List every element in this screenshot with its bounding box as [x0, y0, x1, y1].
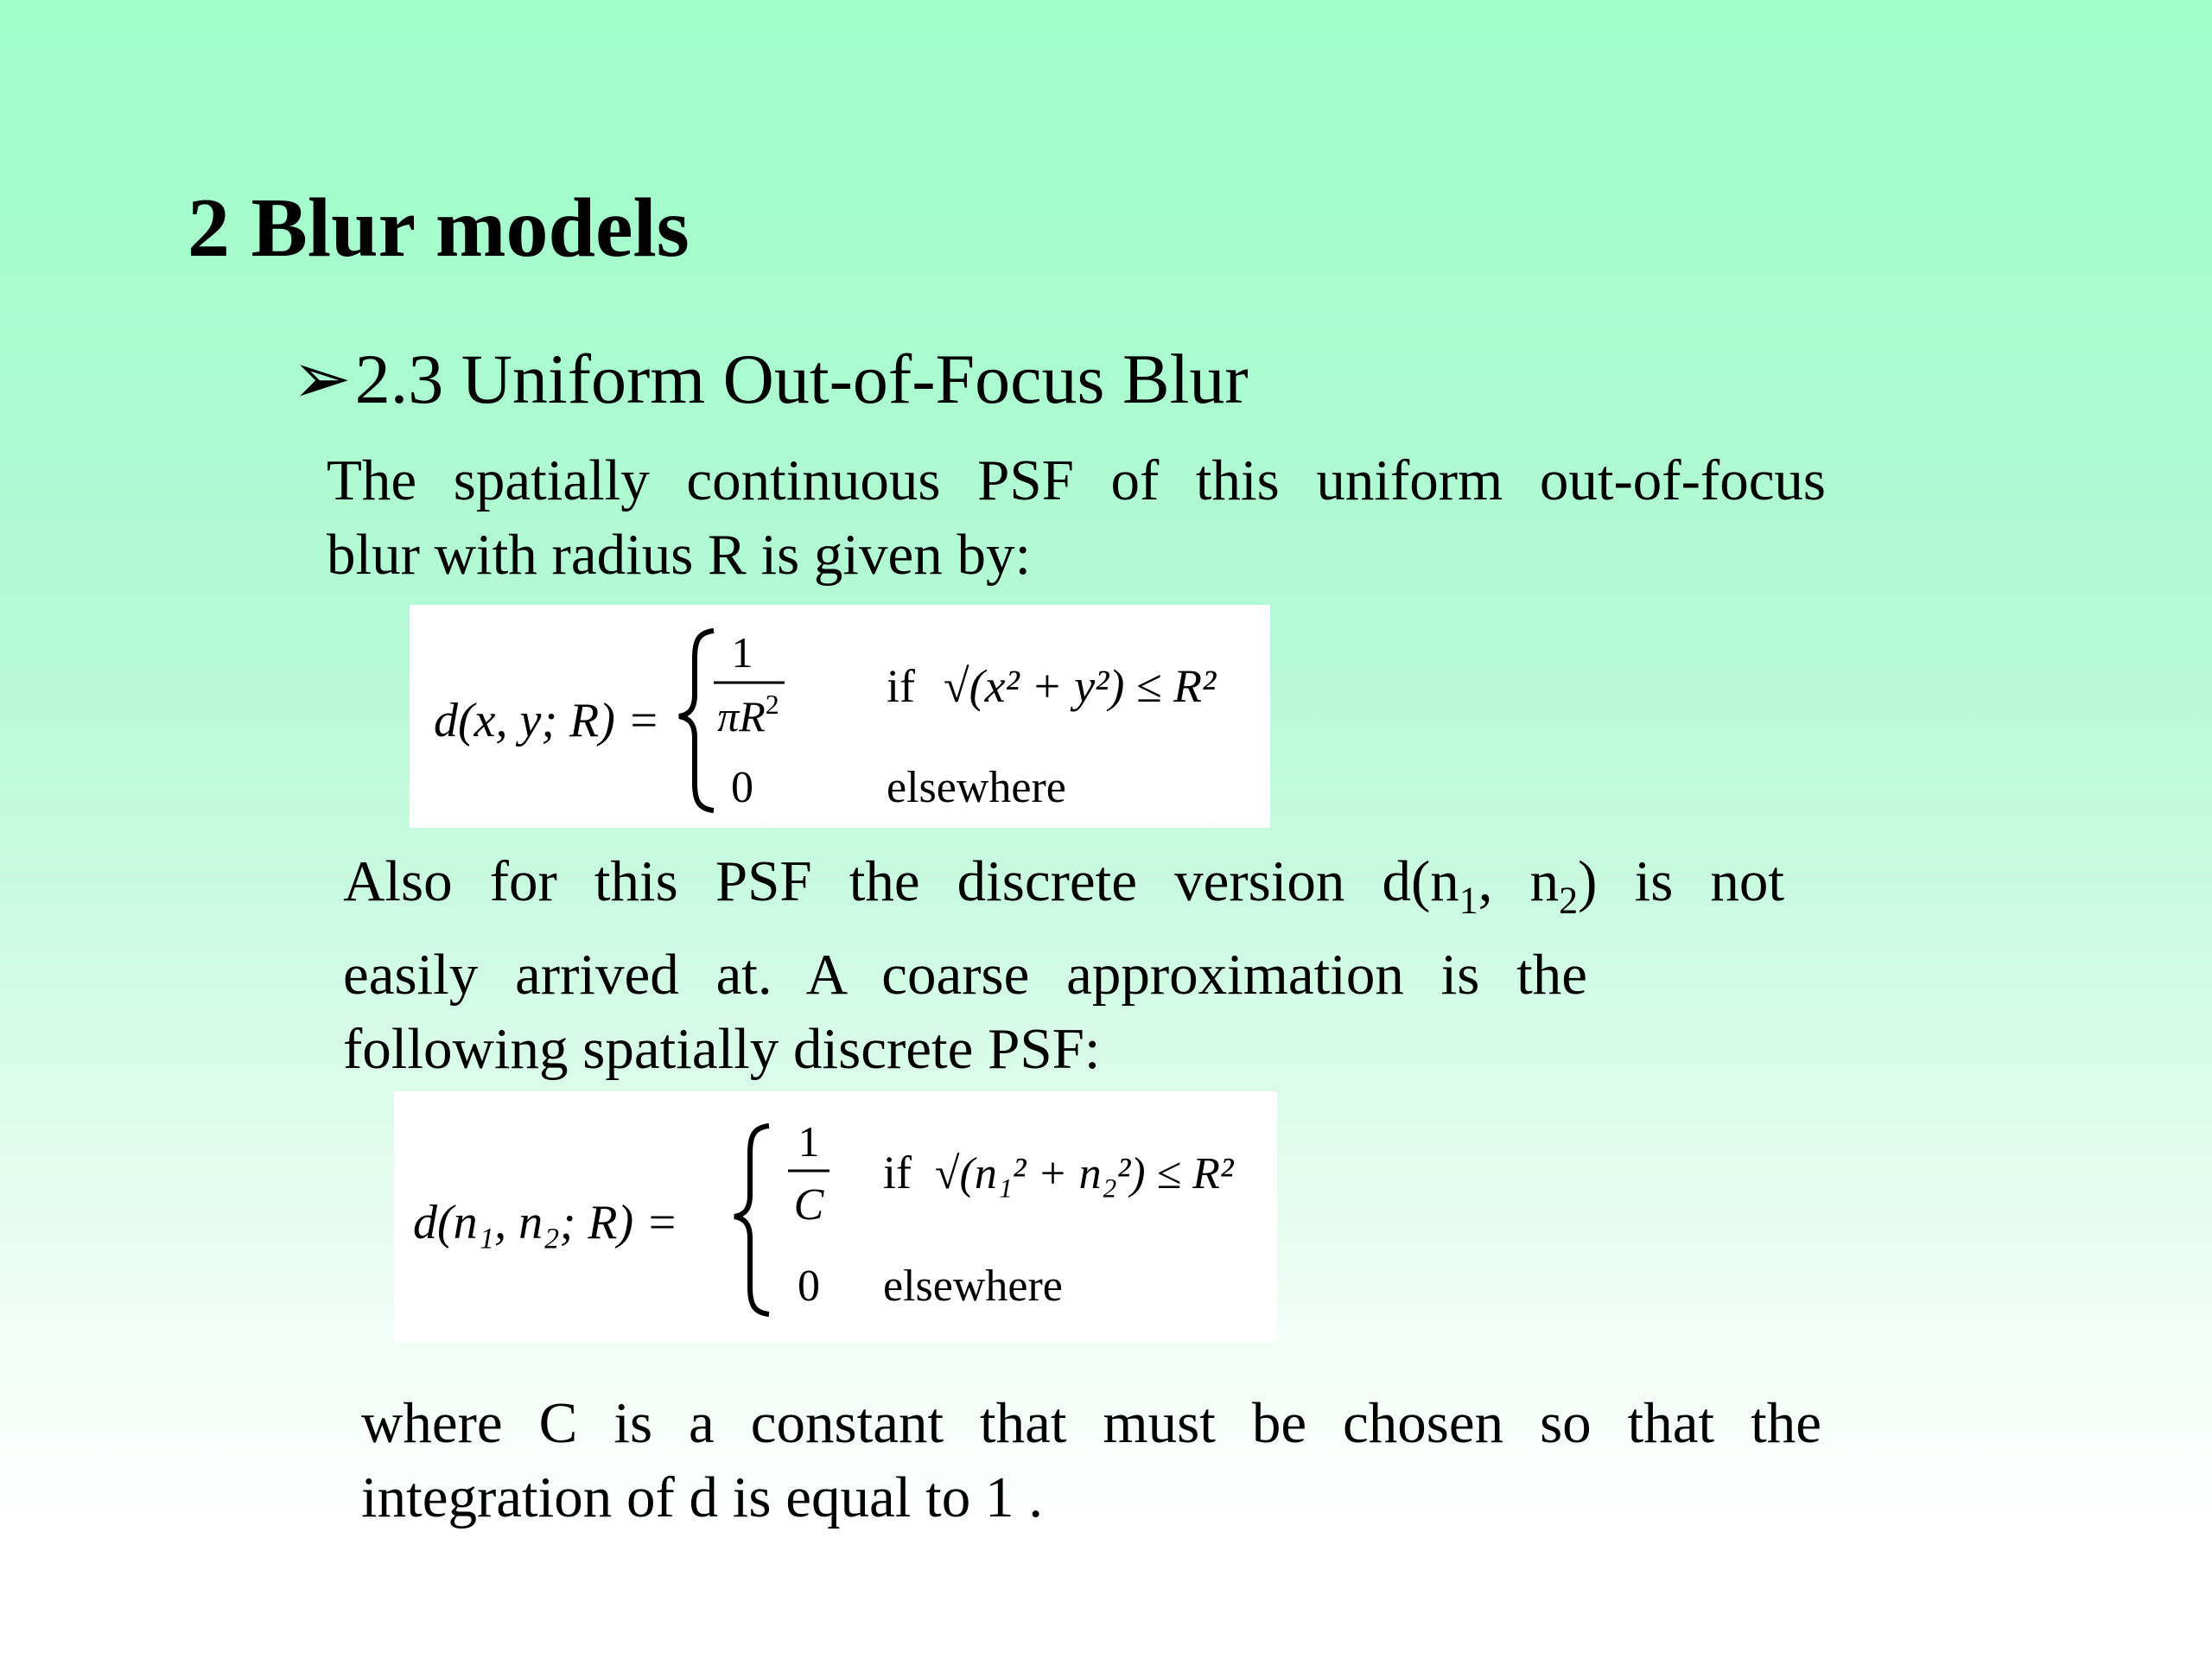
- eq1-brace-icon: [678, 628, 715, 813]
- eq1-case2-condition: elsewhere: [887, 763, 1066, 812]
- eq2-case1-numerator: 1: [798, 1117, 820, 1166]
- eq2-case1-denominator: C: [794, 1180, 825, 1230]
- intro-line-1: The spatially continuous PSF of this uni…: [327, 448, 1826, 512]
- discrete-line-3: following spatially discrete PSF:: [343, 1017, 1101, 1082]
- eq1-lhs: d(x, y; R) =: [434, 694, 660, 747]
- arrow-bullet-icon: ➢: [292, 340, 352, 418]
- eq2-if-label: if: [883, 1147, 912, 1198]
- eq1-if-label: if: [887, 660, 915, 712]
- section-heading-text: 2.3 Uniform Out-of-Focus Blur: [354, 340, 1249, 418]
- intro-line-2: blur with radius R is given by:: [327, 523, 1032, 587]
- eq1-case2-value: 0: [731, 763, 753, 812]
- eq1-case1-denominator: πR2: [717, 689, 779, 741]
- discrete-paragraph: Also for this PSF the discrete version d…: [343, 844, 1784, 1086]
- discrete-psf-equation: d(n₁, n₂; R) = 1 C if √(n₁² + n₂²) ≤ R² …: [394, 1091, 1277, 1342]
- constant-line-2: integration of d is equal to 1 .: [361, 1465, 1043, 1529]
- slide-title: 2 Blur models: [188, 181, 690, 275]
- eq2-brace-icon: [734, 1123, 770, 1317]
- eq2-case2-condition: elsewhere: [883, 1262, 1063, 1311]
- intro-paragraph: The spatially continuous PSF of this uni…: [327, 443, 1826, 592]
- constant-line-1: where C is a constant that must be chose…: [361, 1391, 1821, 1455]
- continuous-psf-equation: d(x, y; R) = 1 πR2 if √(x² + y²) ≤ R² 0 …: [410, 605, 1270, 828]
- discrete-line-2: easily arrived at. A coarse approximatio…: [343, 943, 1587, 1007]
- eq1-case1-condition: √(x² + y²) ≤ R²: [944, 660, 1217, 712]
- eq2-case2-value: 0: [798, 1262, 820, 1311]
- eq2-lhs: d(n₁, n₂; R) =: [413, 1196, 678, 1249]
- eq2-case1-condition: √(n₁² + n₂²) ≤ R²: [935, 1149, 1235, 1198]
- constant-paragraph: where C is a constant that must be chose…: [361, 1386, 1821, 1535]
- eq1-case1-numerator: 1: [732, 628, 753, 677]
- discrete-line-1: Also for this PSF the discrete version d…: [343, 849, 1784, 922]
- section-heading: ➢ 2.3 Uniform Out-of-Focus Blur: [292, 344, 1249, 415]
